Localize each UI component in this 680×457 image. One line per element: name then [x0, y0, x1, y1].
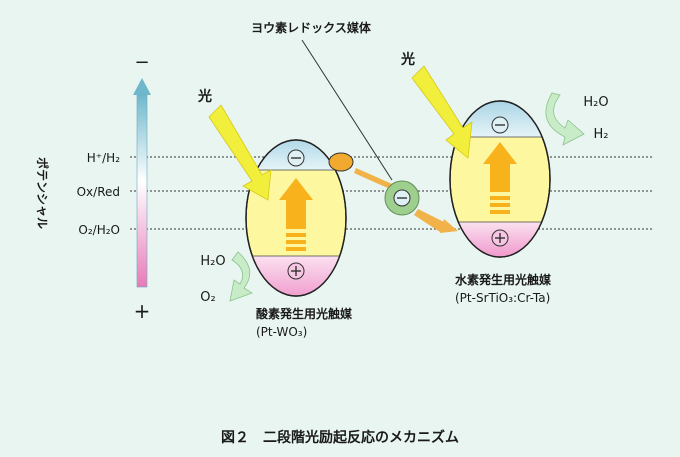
h2-catalyst-formula: (Pt-SrTiO₃:Cr-Ta) [455, 291, 550, 305]
electron-transfer-arrows [354, 168, 458, 233]
level-label-h-plus-h2: H⁺/H₂ [87, 151, 120, 165]
axis-plus-sign: + [134, 299, 151, 323]
h2-reaction-arrow [545, 92, 585, 146]
o2-excitation-arrow [279, 178, 313, 251]
level-label-o2-h2o: O₂/H₂O [78, 223, 120, 237]
figure-caption: 図２ 二段階光励起反応のメカニズム [221, 429, 459, 446]
axis-label: ポテンシャル [35, 157, 50, 229]
o2-cocatalyst [328, 152, 354, 172]
h2-reactant-label: H₂O [583, 95, 608, 110]
potential-axis: − + ポテンシャル [35, 52, 151, 323]
h2-catalyst-name: 水素発生用光触媒 [455, 272, 552, 287]
h2-product-label: H₂ [594, 127, 609, 142]
o2-catalyst-formula: (Pt-WO₃) [256, 325, 307, 339]
light-ray-left [208, 104, 272, 201]
light-label-right: 光 [400, 51, 415, 68]
potential-axis-bar [136, 94, 148, 288]
iodine-mediator [384, 180, 420, 216]
o2-product-label: O₂ [200, 290, 215, 305]
level-label-ox-red: Ox/Red [77, 185, 120, 199]
mediator-label: ヨウ素レドックス媒体 [251, 20, 372, 35]
o2-catalyst-name: 酸素発生用光触媒 [256, 306, 353, 321]
potential-axis-arrowhead [133, 78, 151, 95]
h2-excitation-arrow [483, 142, 517, 214]
o2-reaction-arrow [229, 251, 253, 302]
o2-reactant-label: H₂O [200, 254, 225, 269]
h2-photocatalyst-particle [449, 100, 551, 258]
o2-photocatalyst-particle [245, 139, 354, 297]
axis-minus-sign: − [134, 52, 149, 73]
mediator-leader-line [301, 39, 393, 181]
light-ray-right [411, 65, 473, 159]
light-label-left: 光 [197, 88, 212, 105]
